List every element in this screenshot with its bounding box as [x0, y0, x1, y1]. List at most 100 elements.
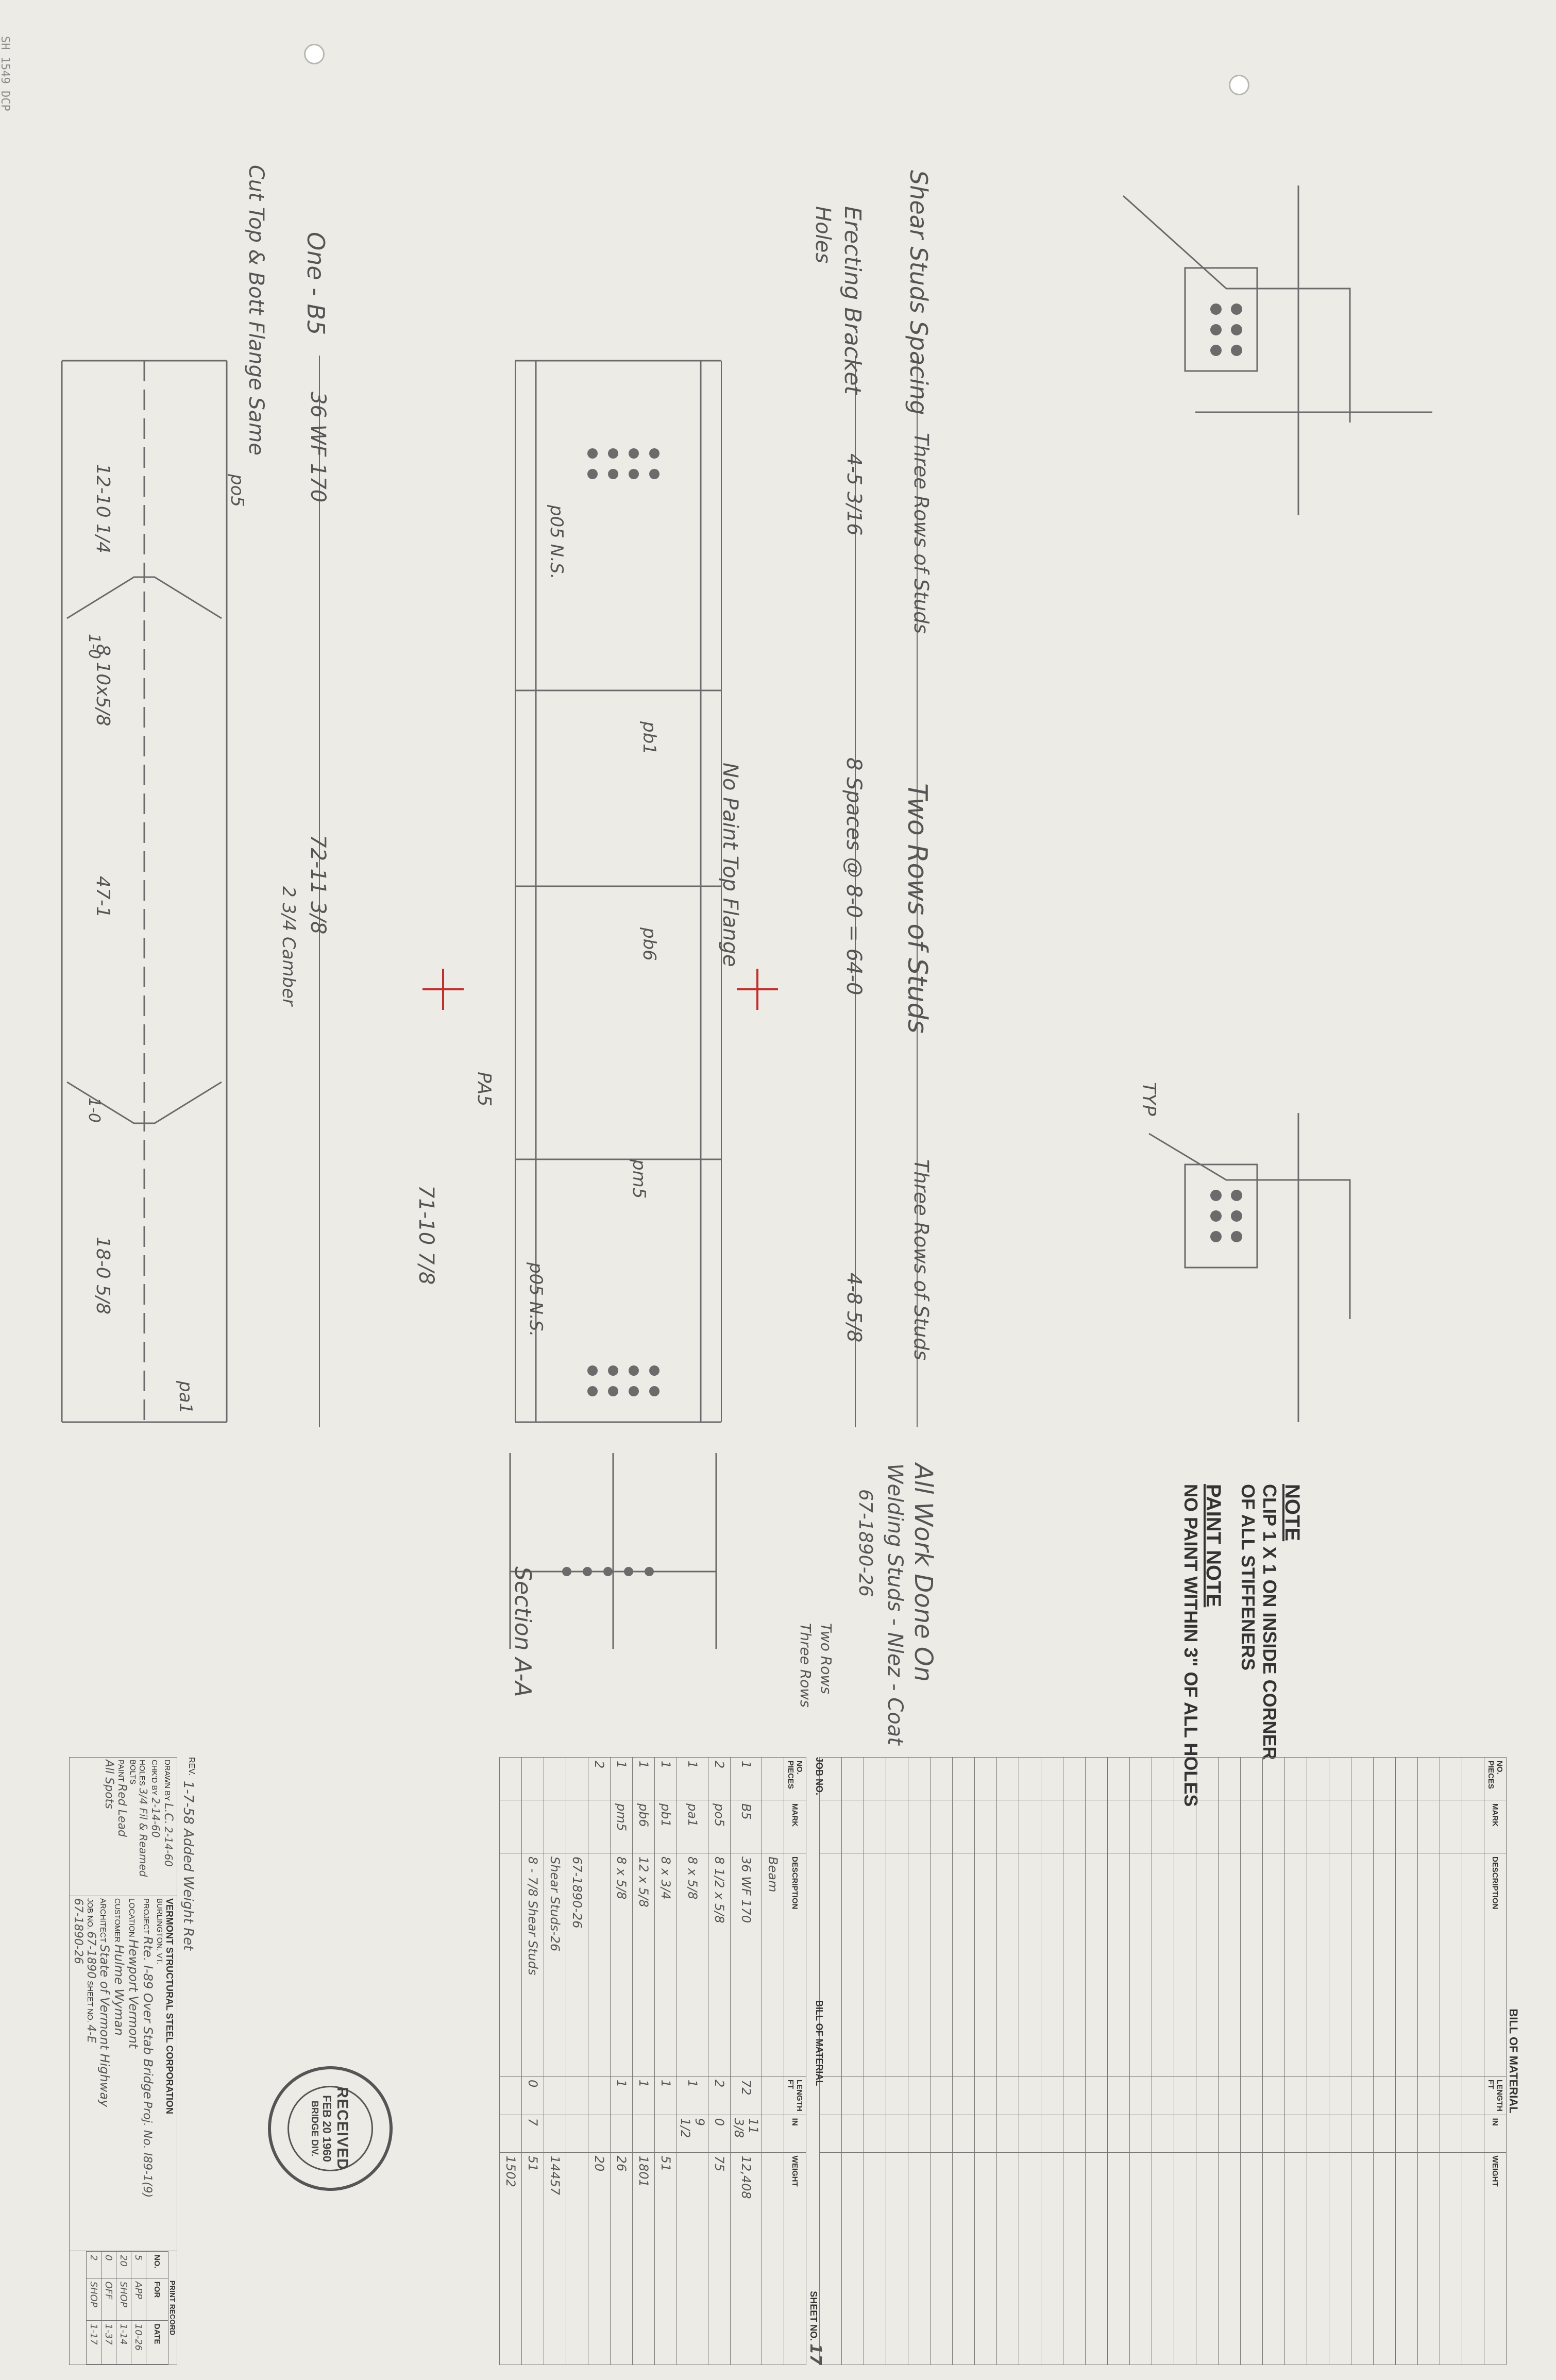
- bom-blank-cell: [1019, 2076, 1041, 2115]
- print-record-label: PRINT RECORD: [168, 2280, 177, 2336]
- bom-blank-cell: [1417, 1757, 1440, 1800]
- bom-cell: [544, 1757, 566, 1800]
- bom-blank-cell: [1063, 1757, 1086, 1800]
- bom-cell: 9 1/2: [676, 2115, 708, 2153]
- bom-cell: po5: [708, 1800, 731, 1853]
- label-all-work: All Work Done On: [909, 1463, 938, 1682]
- bom-blank-row: [1307, 1757, 1329, 2365]
- label-three-rows-right: Three Rows of Studs: [910, 1159, 933, 1361]
- bom-blank-row: [1440, 1757, 1462, 2365]
- bom-sheet-no: 17: [806, 2343, 824, 2365]
- bom-blank-cell: [1019, 2152, 1041, 2365]
- bom-blank-cell: [1351, 2115, 1374, 2153]
- bom-blank-cell: [1063, 1853, 1086, 2077]
- bom-cell: [499, 1800, 522, 1853]
- print-record-cell: 5: [131, 2251, 146, 2278]
- bom-cell: [762, 2076, 784, 2115]
- bom-cell: [521, 1757, 544, 1800]
- bom-blank-cell: [1041, 2076, 1063, 2115]
- bom-blank-cell: [974, 2076, 997, 2115]
- bom-blank-cell: [1240, 2115, 1263, 2153]
- bom-cell: [676, 2152, 708, 2365]
- print-record-cell: 10-26: [131, 2320, 146, 2365]
- bom-cell: [544, 2076, 566, 2115]
- bom-blank-cell: [1462, 2152, 1484, 2365]
- print-record-cell: OFF: [101, 2278, 116, 2321]
- bom-cell: [762, 2115, 784, 2153]
- bom-blank-col: MARK: [1484, 1800, 1507, 1853]
- bom-blank-cell: [1152, 2115, 1174, 2153]
- bom-blank-cell: [1152, 2152, 1174, 2365]
- received-word: RECEIVED: [334, 2087, 351, 2170]
- location-label: LOCATION: [127, 1898, 136, 1937]
- location-value: Hewport Vermont: [126, 1939, 141, 2049]
- bom-cell: [588, 1853, 611, 2077]
- bom-cell: 75: [708, 2152, 731, 2365]
- company-name: VERMONT STRUCTURAL STEEL CORPORATION: [164, 1898, 175, 2115]
- bom-cell: 12,408: [730, 2152, 762, 2365]
- bom-cell: [499, 2115, 522, 2153]
- bom-blank-cell: [1307, 1853, 1329, 2077]
- label-p-6: p05 N.S.: [546, 505, 567, 580]
- bom-blank-cell: [1417, 2076, 1440, 2115]
- drawn-date: 2-14-60: [162, 1826, 175, 1867]
- bom-blank-cell: [1240, 1757, 1263, 1800]
- bom-blank-cell: [1329, 2076, 1351, 2115]
- bom-blank-cell: [1196, 1853, 1219, 2077]
- bom-blank-cell: [1019, 1757, 1041, 1800]
- bom-blank-cell: [1395, 1800, 1418, 1853]
- bom-blank-cell: [1240, 1853, 1263, 2077]
- bom-blank-cell: [886, 1853, 908, 2077]
- bom-blank-cell: [1417, 1800, 1440, 1853]
- print-record-cell: APP: [131, 2278, 146, 2321]
- bom-cell: [588, 2076, 611, 2115]
- bom-blank-row: [974, 1757, 997, 2365]
- bom-cell: [566, 1800, 588, 1853]
- bom-blank-cell: [1218, 1800, 1241, 1853]
- bom-blank-cell: [1218, 2152, 1241, 2365]
- bom-blank-cell: [952, 2115, 975, 2153]
- bom-blank-cell: [886, 1800, 908, 1853]
- bom-blank-cell: [952, 1853, 975, 2077]
- bom-blank-cell: [1196, 2076, 1219, 2115]
- bom-blank-cell: [864, 2152, 886, 2365]
- rev-value: 1-7-58 Added Weight Ret: [180, 1780, 196, 1951]
- bom-blank-cell: [1174, 2076, 1196, 2115]
- bom-cell: 51: [521, 2152, 544, 2365]
- bom-blank-cell: [930, 2115, 953, 2153]
- bom-blank-cell: [864, 1800, 886, 1853]
- bom-blank-row: [1041, 1757, 1063, 2365]
- bom-blank-cell: [1218, 2076, 1241, 2115]
- customer-label: CUSTOMER: [113, 1898, 122, 1943]
- bom-blank-cell: [1262, 2076, 1285, 2115]
- bom-blank-cell: [1129, 2076, 1152, 2115]
- label-holes: Holes: [811, 206, 835, 264]
- bom-cell: [544, 1800, 566, 1853]
- label-cut-flange: Cut Top & Bott Flange Same: [244, 165, 268, 455]
- bom-blank-row: [996, 1757, 1019, 2365]
- bom-blank-row: [1107, 1757, 1130, 2365]
- bom-blank-row: [841, 1757, 864, 2365]
- bom-blank-cell: [1019, 1800, 1041, 1853]
- bom-blank-cell: [952, 1757, 975, 1800]
- project-value: Rte. I-89 Over Stab Bridge: [141, 1936, 155, 2099]
- received-stamp: RECEIVED FEB 20 1960 BRIDGE DIV.: [268, 2066, 393, 2191]
- bom-blank-cell: [1041, 2115, 1063, 2153]
- bom-cell: 1: [654, 2076, 677, 2115]
- bom-blank-cell: [1218, 1757, 1241, 1800]
- print-col-date: DATE: [146, 2320, 168, 2365]
- bom-blank-cell: [864, 1853, 886, 2077]
- drawn-by-label: DRAWN BY: [163, 1760, 172, 1801]
- bom-cell: [566, 2115, 588, 2153]
- bom-blank-cell: [1196, 2152, 1219, 2365]
- bom-col-ft: LENGTH FT: [784, 2076, 806, 2115]
- bom-blank-cell: [841, 1853, 864, 2077]
- bom-blank-cell: [886, 2076, 908, 2115]
- label-p-3: pb1: [639, 721, 659, 755]
- bom-blank-cell: [908, 2152, 931, 2365]
- bom-blank-cell: [1329, 2115, 1351, 2153]
- bom-blank-cell: [1395, 2152, 1418, 2365]
